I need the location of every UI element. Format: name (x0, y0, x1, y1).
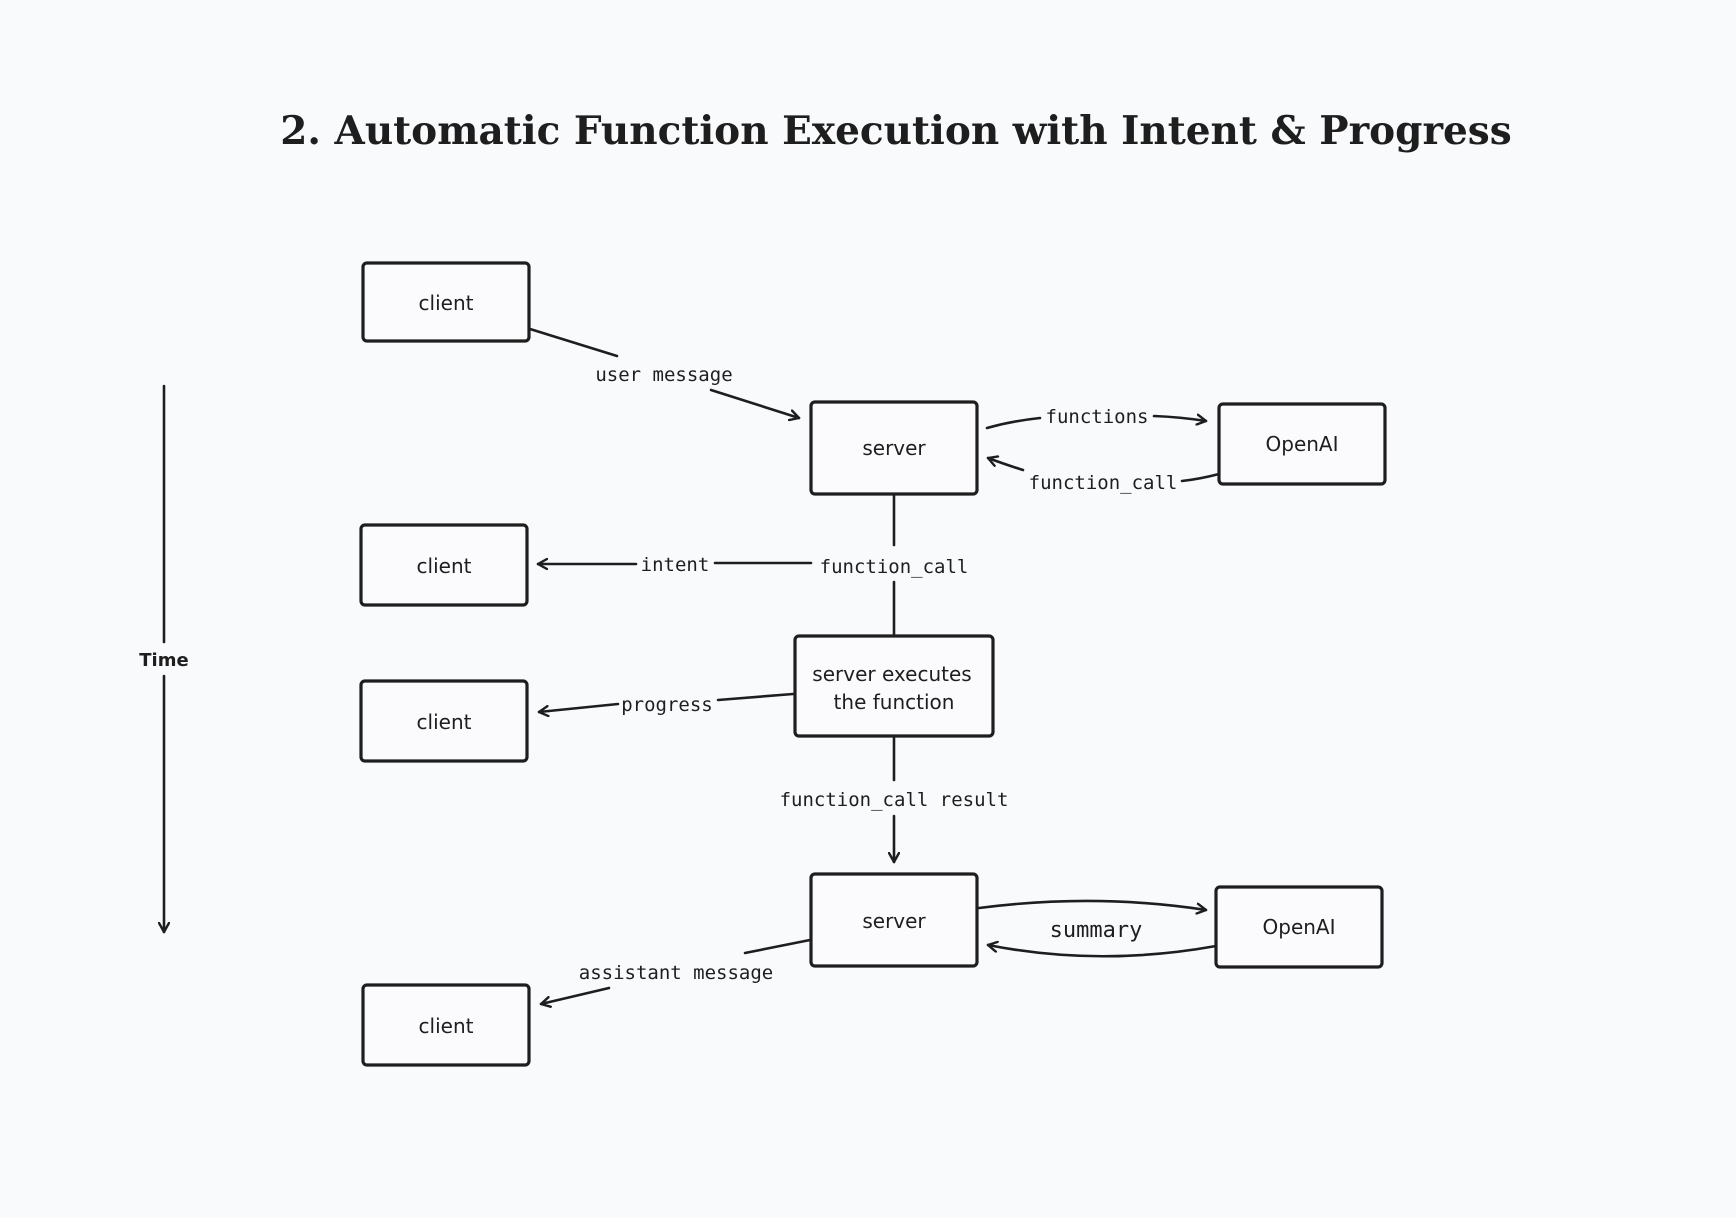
edge-label-intent: intent (641, 554, 710, 576)
node-openai-1-box (1217, 402, 1387, 486)
edge-progress: progress (537, 692, 795, 716)
node-server-executes-box (793, 634, 995, 738)
edge-function-call-return-line-a (1180, 472, 1221, 483)
diagram-title: 2. Automatic Function Execution with Int… (280, 108, 1511, 154)
edge-label-assistant-message: assistant message (579, 962, 773, 984)
node-server-2-label: server (862, 909, 926, 933)
edge-summary-response-arrow (986, 945, 1218, 958)
edge-functions-line-a (985, 416, 1042, 430)
node-client-3-label: client (417, 710, 472, 734)
edge-functions-arrow (1152, 416, 1208, 421)
node-openai-2-box (1214, 885, 1384, 969)
node-server-1-box (809, 400, 979, 496)
edge-function-call-return-arrow (986, 458, 1025, 472)
node-client-2-box (359, 523, 529, 607)
node-server-executes: server executes the function (793, 634, 995, 738)
edge-functions: functions (985, 406, 1208, 430)
edge-assistant-message-line-a (743, 938, 812, 955)
node-client-2: client (359, 523, 529, 607)
edge-summary-request-arrow (977, 899, 1208, 910)
edge-user-message: user message (528, 327, 801, 418)
node-client-4-label: client (419, 1014, 474, 1038)
node-server-executes-label-line1: server executes (812, 662, 971, 686)
edge-label-user-message: user message (595, 364, 732, 386)
node-client-1: client (361, 261, 531, 343)
node-server-1-label: server (862, 436, 926, 460)
edge-label-progress: progress (621, 694, 713, 716)
edge-user-message-line-a (528, 327, 619, 358)
node-client-3-box (359, 679, 529, 763)
node-server-2: server (809, 872, 979, 968)
node-client-1-box (361, 261, 531, 343)
node-openai-2-label: OpenAI (1263, 915, 1336, 939)
edge-assistant-message-arrow (539, 986, 611, 1004)
edge-label-function-call-result: function_call result (780, 789, 1009, 811)
node-server-1: server (809, 400, 979, 496)
node-server-2-box (809, 872, 979, 968)
edge-progress-arrow (537, 702, 620, 712)
node-client-1-label: client (419, 291, 474, 315)
node-client-2-label: client (417, 554, 472, 578)
node-openai-1: OpenAI (1217, 402, 1387, 486)
node-openai-2: OpenAI (1214, 885, 1384, 969)
edge-intent: intent (536, 554, 813, 576)
edge-user-message-arrow (709, 388, 801, 418)
edge-label-function-call-return: function_call (1029, 472, 1178, 494)
edge-assistant-message: assistant message (539, 938, 812, 1004)
edge-label-function-call-down: function_call (820, 556, 969, 578)
edge-label-functions: functions (1046, 406, 1149, 428)
edge-progress-line-a (716, 692, 795, 702)
node-client-4: client (361, 983, 531, 1067)
time-axis-label: Time (139, 650, 188, 671)
time-axis: Time (139, 384, 189, 934)
edge-function-call-result: function_call result (780, 736, 1009, 864)
node-client-3: client (359, 679, 529, 763)
node-server-executes-label-line2: the function (834, 690, 955, 714)
edge-function-call-down: function_call (820, 494, 969, 637)
edge-function-call-return: function_call (986, 458, 1221, 494)
edge-label-summary: summary (1050, 918, 1143, 943)
edge-summary: summary (977, 899, 1218, 958)
node-openai-1-label: OpenAI (1266, 432, 1339, 456)
node-client-4-box (361, 983, 531, 1067)
